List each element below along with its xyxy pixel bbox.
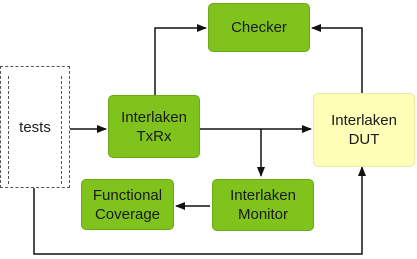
interlaken-dut-block: Interlaken DUT (313, 93, 415, 167)
tests-label: tests (19, 118, 51, 136)
interlaken-monitor-block: Interlaken Monitor (212, 179, 314, 231)
arrow-txrx-to-checker (154, 24, 207, 95)
tests-outer-frame (0, 66, 70, 188)
checker-block: Checker (208, 3, 310, 52)
functional-coverage-block: Functional Coverage (81, 179, 174, 230)
arrow-tests-to-dut (33, 166, 366, 255)
arrow-dut-to-checker (311, 24, 363, 93)
tests-inner-frame (8, 76, 62, 184)
interlaken-txrx-block: Interlaken TxRx (108, 95, 200, 158)
